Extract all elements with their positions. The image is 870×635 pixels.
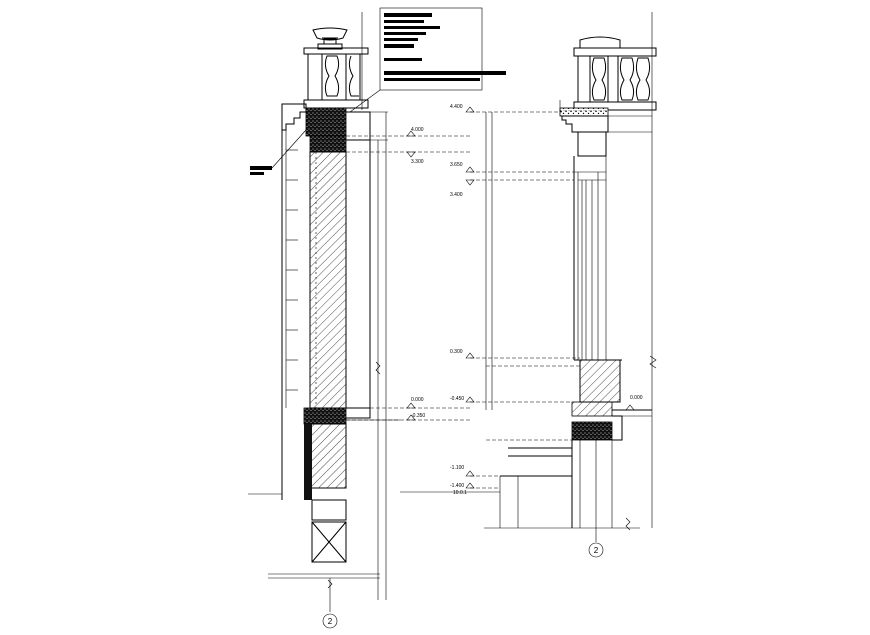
level-label: 3.300: [411, 159, 424, 165]
level-label: 4.400: [450, 104, 463, 110]
balustrade-left: [303, 47, 369, 109]
right-wall-section: 2: [400, 12, 657, 558]
center-level-markers: 4.400 3.650 3.400 0.300 -0.450 -1.100 -1…: [450, 104, 580, 496]
level-label: -0.350: [411, 413, 425, 419]
level-label: 4.000: [411, 127, 424, 133]
cladding-marks: [286, 149, 298, 391]
level-label: 0.300: [450, 349, 463, 355]
grid-marker-right: 2: [594, 546, 599, 555]
level-label: -1.100: [450, 465, 464, 471]
level-label: 3.400: [450, 192, 463, 198]
left-wall-section: 2: [248, 7, 506, 629]
level-sublabel: 10.0.1: [453, 490, 467, 496]
left-level-markers: 4.000 3.300 0.000 -0.350: [346, 127, 470, 421]
urn-ornament: [312, 27, 348, 50]
annotation-note-block: [349, 7, 506, 113]
level-label: 0.000: [411, 397, 424, 403]
grid-marker-left: 2: [328, 617, 333, 626]
level-label: -1.400: [450, 483, 464, 489]
level-label: 0.000: [630, 395, 643, 401]
level-label: 3.650: [450, 162, 463, 168]
level-label: -0.450: [450, 396, 464, 402]
right-level-markers: 0.000: [625, 395, 643, 411]
